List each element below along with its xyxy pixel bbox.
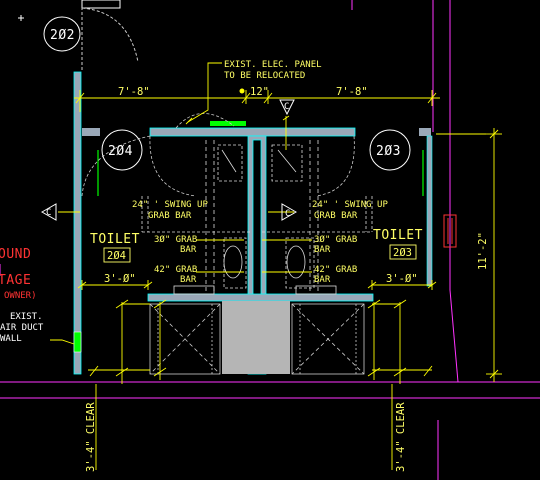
fragment-line6: WALL [0, 334, 22, 344]
grab30-left-line2: BAR [180, 245, 197, 255]
room-tag-204: 2Ø4 [101, 129, 143, 171]
dim-mid: 12" [250, 86, 269, 98]
toilet-left-width: 3'-Ø" [104, 273, 136, 285]
toilet-right-tag: 2Ø3 [393, 247, 412, 259]
grab30-right-line1: 3Ø" GRAB [314, 234, 357, 245]
fragment-line2: TAGE [0, 273, 31, 288]
grab42-left-line2: BAR [180, 275, 197, 285]
left-fragment: OUND TAGE OWNER) EXIST. AIR DUCT WALL [0, 247, 44, 344]
grab-right-line2: GRAB BAR [314, 211, 358, 221]
toilet-left-label: TOILET [90, 232, 140, 247]
clear-right: 3'-4" CLEAR [395, 402, 407, 472]
dim-right: 7'-8" [336, 86, 368, 98]
room-tag-203: 2Ø3 [369, 129, 411, 171]
svg-text:2Ø4: 2Ø4 [108, 144, 133, 159]
grab-left-line2: GRAB BAR [148, 211, 192, 221]
door-tag-left: C [46, 208, 51, 218]
door-tag-mid: C [285, 209, 290, 219]
grab42-right-line2: BAR [314, 275, 331, 285]
door-tag-mid-icon [281, 203, 298, 221]
toilet-right-label: TOILET [373, 228, 423, 243]
fixtures [141, 140, 373, 295]
dimension-lines [50, 62, 502, 470]
clear-left: 3'-4" CLEAR [85, 402, 97, 472]
room-tag-circle [43, 16, 81, 52]
door-tag-top-icon [279, 99, 295, 116]
door-tag-left-icon [40, 203, 57, 221]
fragment-line4: EXIST. [10, 312, 43, 322]
toilet-right-width: 3'-Ø" [386, 273, 418, 285]
fragment-line5: AIR DUCT [0, 323, 44, 333]
grab30-right-line2: BAR [314, 245, 331, 255]
lower-fixtures [149, 303, 365, 375]
room-202-area: 2Ø2 [43, 0, 139, 70]
toilet-left-tag: 2Ø4 [107, 250, 126, 262]
fragment-line3: OWNER) [4, 291, 37, 301]
svg-text:2Ø3: 2Ø3 [376, 144, 401, 159]
door-tag-top: C [284, 102, 289, 112]
panel-note-line1: EXIST. ELEC. PANEL [224, 60, 322, 70]
grab-left-line1: 24" ' SWING UP [132, 200, 208, 210]
grab-right-line1: 24" ' SWING UP [312, 200, 388, 210]
dim-height: 11'-2" [477, 232, 489, 270]
accents [73, 121, 424, 353]
dim-left: 7'-8" [118, 86, 150, 98]
panel-note-line2: TO BE RELOCATED [224, 71, 305, 81]
grab30-left-line1: 3Ø" GRAB [154, 234, 197, 245]
annotations: EXIST. ELEC. PANEL TO BE RELOCATED 7'-8"… [85, 60, 489, 472]
room-tag-202: 2Ø2 [50, 28, 75, 43]
grab42-left-line1: 42" GRAB [154, 265, 197, 275]
fragment-line1: OUND [0, 247, 31, 262]
grab42-right-line1: 42" GRAB [314, 265, 357, 275]
door-tags [40, 88, 298, 221]
crosshair-cursor-icon [18, 15, 24, 21]
walls [73, 71, 433, 375]
